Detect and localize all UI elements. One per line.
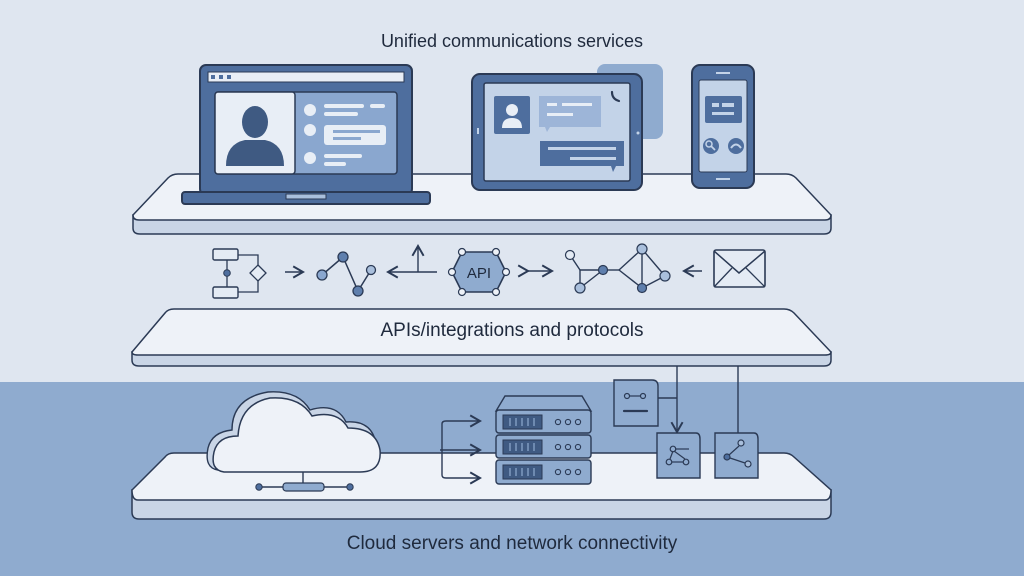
search-icon: [703, 138, 719, 154]
graph-module-icon: [656, 432, 701, 479]
email-envelope-icon: [713, 249, 766, 288]
network-path-icon: [316, 251, 377, 297]
workflow-icon: [212, 248, 267, 299]
server-rack-icon: [494, 395, 593, 485]
phone-call-icon: [610, 90, 621, 103]
hang-up-icon: [728, 138, 744, 154]
middle-layer-label: APIs/integrations and protocols: [380, 320, 644, 341]
bottom-layer-label: Cloud servers and network connectivity: [346, 533, 678, 554]
api-hexagon-icon: API: [447, 247, 511, 297]
smartphone-device: [691, 64, 755, 189]
tablet-device: [471, 64, 663, 191]
share-module-icon: [714, 432, 759, 479]
connector-lines: [658, 366, 739, 434]
top-layer-label: Unified communications services: [380, 31, 644, 51]
laptop-device: [181, 64, 431, 205]
mesh-network-icon: [564, 243, 671, 294]
connector-module-icon: [613, 379, 659, 427]
api-label: API: [467, 265, 491, 282]
user-avatar-icon: [226, 106, 284, 166]
cloud-icon: [206, 391, 381, 492]
middle-platform: [131, 308, 832, 367]
distribution-arrows: [440, 414, 482, 485]
junction-arrow-icon: [386, 244, 437, 279]
